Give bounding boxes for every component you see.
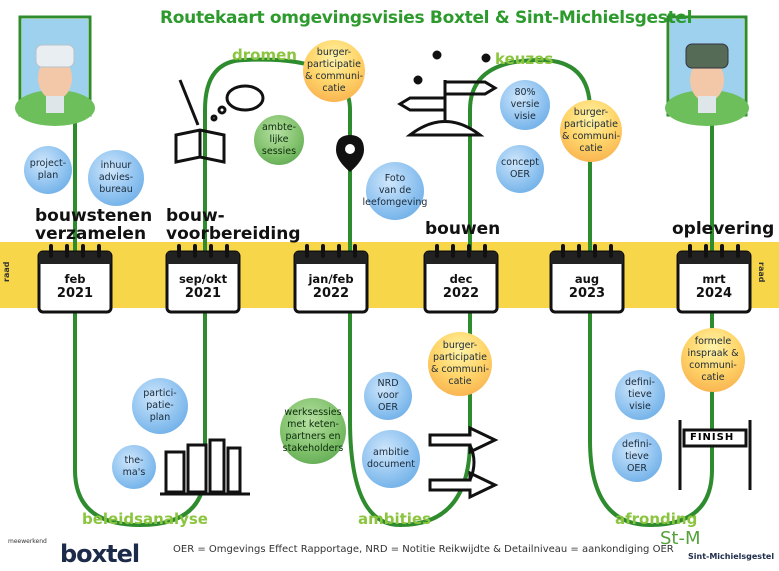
- bubble-definitieve-visie: defini- tieve visie: [615, 370, 665, 420]
- bubble-projectplan: project- plan: [24, 146, 72, 194]
- calendar-icon: [165, 244, 241, 314]
- calendar-year: 2021: [184, 286, 222, 301]
- bubble-nrd-voor-oer: NRD voor OER: [364, 372, 412, 420]
- milestone-bouwen: bouwen: [425, 219, 501, 239]
- dream-book-icon: [174, 79, 265, 164]
- bubble-burgerparticipatie-1: burger- participatie & communi- catie: [303, 40, 365, 102]
- calendar-month: dec: [449, 272, 473, 286]
- milestone-bouwstenen-verzamelen: bouwstenen verzamelen: [35, 206, 153, 244]
- logo-boxtel-tagline: meewerkend: [8, 538, 47, 545]
- bubble-concept-oer: concept OER: [496, 145, 544, 193]
- phase-label-beleidsanalyse: beleidsanalyse: [82, 510, 208, 528]
- bookshelf-icon: [160, 438, 250, 496]
- milestone-bouwvoorbereiding: bouw- voorbereiding: [166, 206, 301, 244]
- logo-stm-name: Sint-Michielsgestel: [688, 552, 775, 561]
- bubble-themas: the- ma's: [112, 445, 156, 489]
- calendar-year: 2022: [312, 286, 350, 301]
- logo-stm: St-M: [660, 528, 701, 549]
- calendar-month: mrt: [702, 272, 726, 286]
- calendar-month: sep/okt: [178, 272, 228, 286]
- raad-label-left: raad: [2, 261, 11, 282]
- bubble-burgerparticipatie-2: burger- participatie & communi- catie: [560, 100, 622, 162]
- calendar-year: 2022: [442, 286, 480, 301]
- calendar-month: feb: [64, 272, 86, 286]
- calendar-aug-2023: aug 2023: [552, 272, 622, 301]
- phase-label-dromen: dromen: [232, 46, 297, 64]
- direction-arrows-icon: [428, 425, 499, 500]
- bubble-burgerparticipatie-3: burger- participatie & communi- catie: [428, 332, 492, 396]
- calendar-year: 2024: [695, 286, 733, 301]
- bubble-werksessies: werksessies met keten- partners en stake…: [280, 398, 346, 464]
- calendar-month: aug: [574, 272, 600, 286]
- milestone-oplevering: oplevering: [672, 219, 775, 239]
- phase-label-keuzes: keuzes: [495, 50, 554, 68]
- vr-headset-left-image: [15, 15, 95, 126]
- bubble-foto-leefomgeving: Foto van de leefomgeving: [363, 162, 427, 220]
- vr-headset-right-image: [665, 15, 749, 126]
- logo-boxtel: boxtel: [60, 540, 140, 568]
- bubble-ambitie-document: ambitie document: [362, 430, 420, 488]
- calendar-icon: [293, 244, 369, 314]
- calendar-year: 2023: [568, 286, 606, 301]
- bubble-ambtelijke-sessies: ambte- lijke sessies: [254, 115, 304, 165]
- bubble-80-versie-visie: 80% versie visie: [500, 80, 550, 130]
- bubble-participatieplan: partici- patie- plan: [132, 378, 188, 434]
- calendar-dec-2022: dec 2022: [426, 272, 496, 301]
- raad-band: [0, 242, 779, 308]
- phase-label-ambities: ambities: [358, 510, 432, 528]
- page-title: Routekaart omgevingsvisies Boxtel & Sint…: [160, 8, 693, 28]
- finish-label: FINISH: [690, 432, 735, 443]
- phase-label-afronding: afronding: [615, 510, 698, 528]
- bubble-definitieve-oer: defini- tieve OER: [612, 432, 662, 482]
- calendar-mrt-2024: mrt 2024: [679, 272, 749, 301]
- raad-label-right: raad: [757, 262, 766, 283]
- calendar-feb-2021: feb 2021: [40, 272, 110, 301]
- calendar-icon: [549, 244, 625, 314]
- bubble-formele-inspraak: formele inspraak & communi- catie: [681, 328, 745, 392]
- bubble-inhuur-adviesbureau: inhuur advies- bureau: [88, 150, 144, 206]
- location-pin-icon: [336, 135, 364, 172]
- signpost-choices-icon: [397, 50, 498, 137]
- calendar-icon: [423, 244, 499, 314]
- calendar-year: 2021: [56, 286, 94, 301]
- footer-legend: OER = Omgevings Effect Rapportage, NRD =…: [173, 544, 674, 555]
- finish-gate-icon: [678, 420, 752, 490]
- calendar-jan-feb-2022: jan/feb 2022: [296, 272, 366, 301]
- calendar-sep-okt-2021: sep/okt 2021: [168, 272, 238, 301]
- calendar-month: jan/feb: [308, 272, 354, 286]
- calendar-icon: [676, 244, 752, 314]
- calendar-icon: [37, 244, 113, 314]
